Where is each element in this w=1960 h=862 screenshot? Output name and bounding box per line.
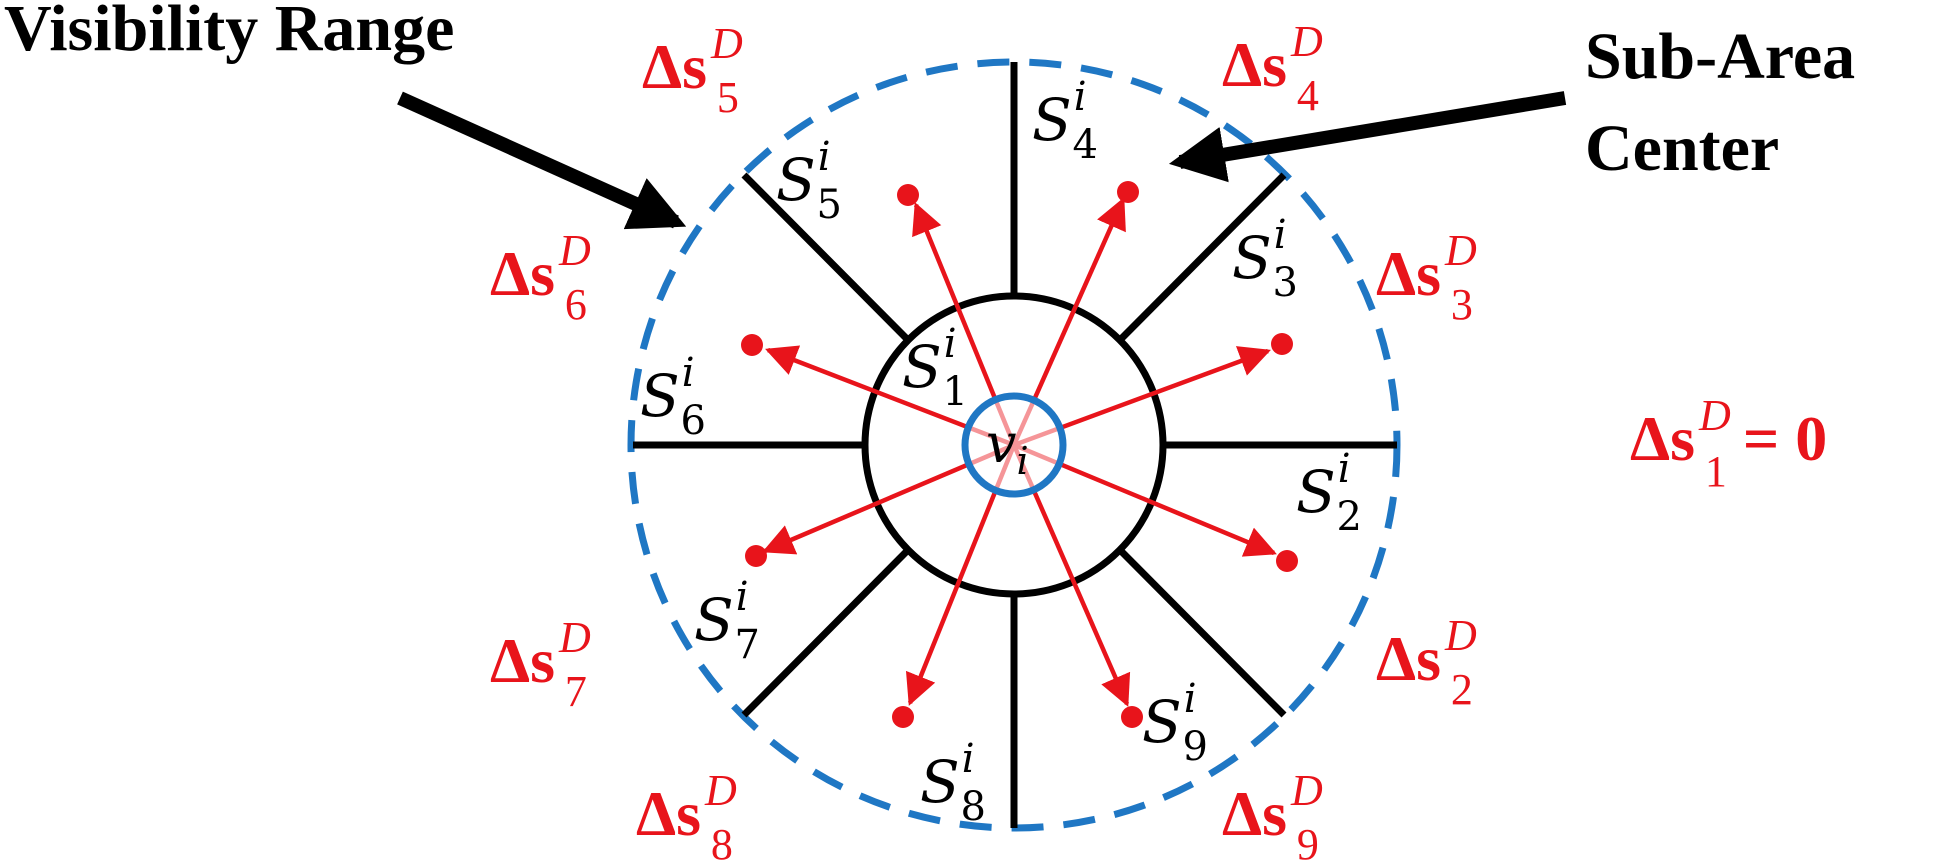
delta-equation-symbol: Δs bbox=[1630, 403, 1695, 474]
center-dot-2 bbox=[1276, 550, 1298, 572]
divider-top-left bbox=[741, 172, 911, 343]
delta-equation-sup: D bbox=[1698, 391, 1731, 440]
center-dot-3 bbox=[1271, 333, 1293, 355]
sector-dividers bbox=[633, 62, 1397, 828]
center-node-circle bbox=[961, 392, 1067, 498]
center-node-label: vi bbox=[986, 412, 1029, 483]
delta-equation-rhs: = 0 bbox=[1743, 403, 1827, 474]
delta-equation: ΔsD 1 = 0 bbox=[1630, 391, 1827, 496]
sub-area-label-line2: Center bbox=[1585, 112, 1779, 185]
divider-bottom-left bbox=[741, 547, 911, 718]
visibility-range-label: Visibility Range bbox=[4, 0, 454, 65]
center-dot-6 bbox=[741, 334, 763, 356]
center-dot-9 bbox=[1121, 706, 1143, 728]
sub-area-centers bbox=[741, 181, 1298, 728]
inner-sub-area-circle bbox=[861, 292, 1167, 598]
center-dot-5 bbox=[897, 184, 919, 206]
center-dot-8 bbox=[892, 706, 914, 728]
sub-area-center-pointer bbox=[1168, 91, 1567, 183]
sub-area-label-line1: Sub-Area bbox=[1585, 20, 1855, 93]
center-dot-4 bbox=[1117, 181, 1139, 203]
divider-top-right bbox=[1117, 172, 1287, 343]
center-dot-7 bbox=[745, 545, 767, 567]
divider-bottom-right bbox=[1117, 547, 1287, 718]
delta-equation-idx: 1 bbox=[1705, 447, 1727, 496]
visibility-range-pointer bbox=[397, 91, 687, 230]
